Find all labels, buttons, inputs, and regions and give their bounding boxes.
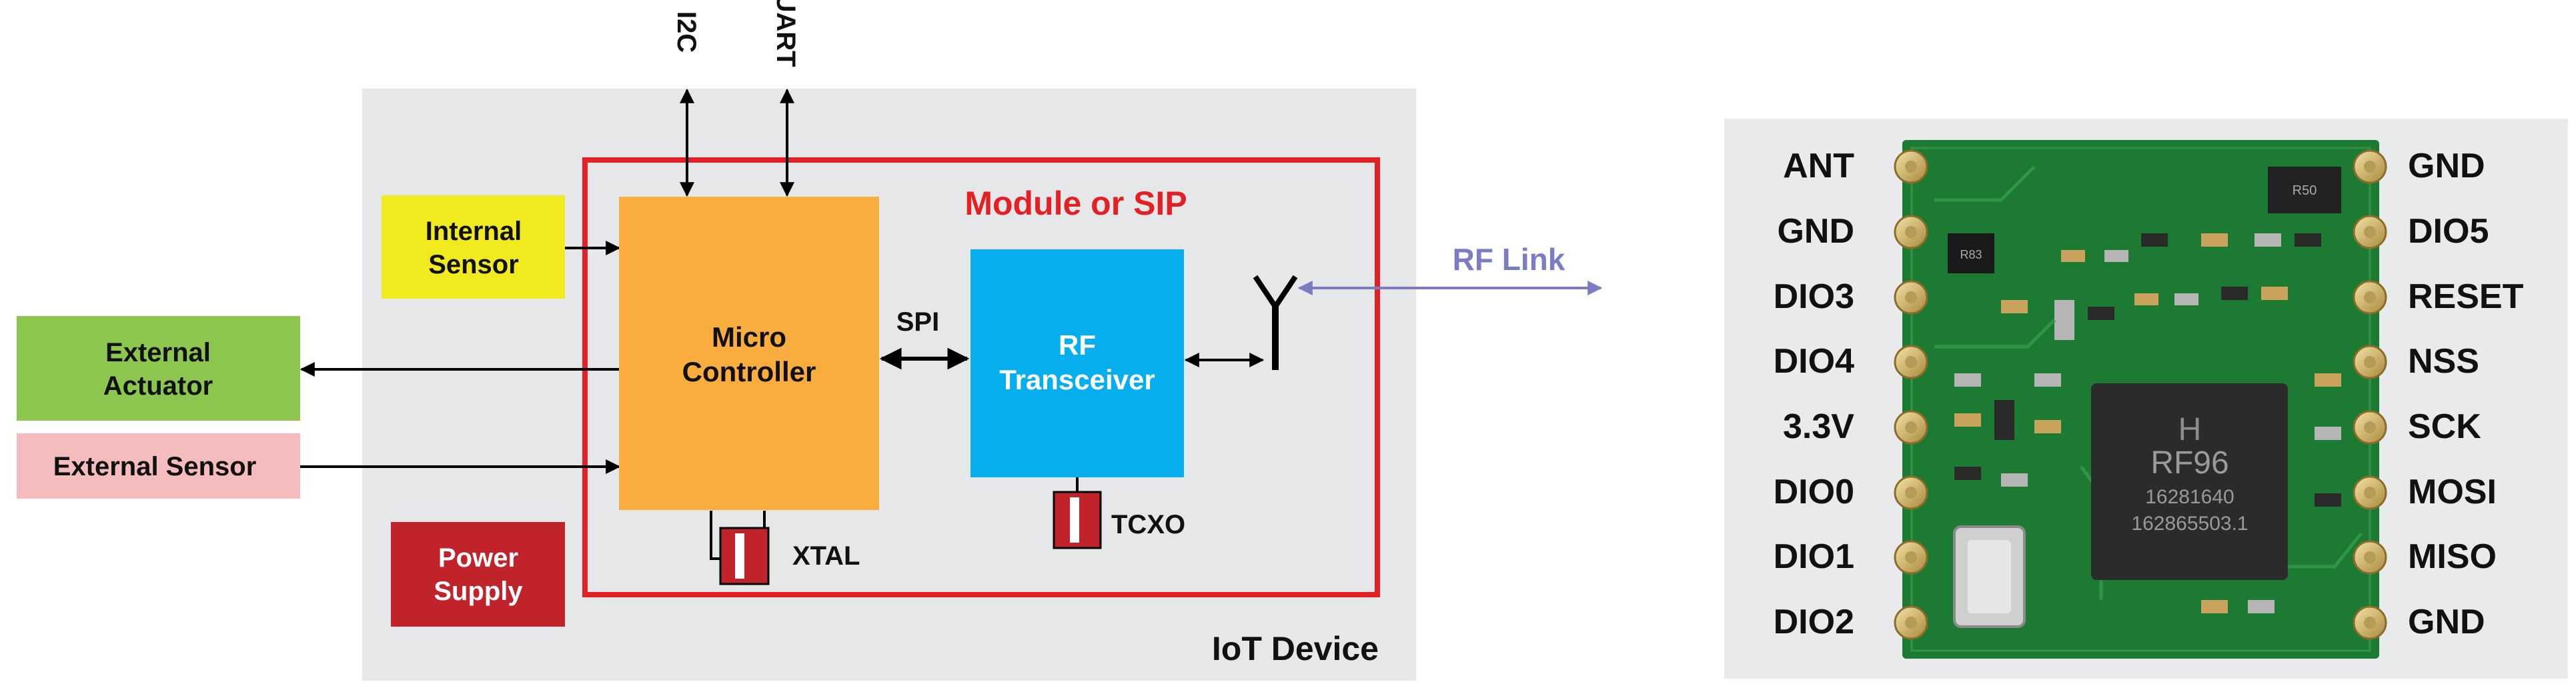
pin-label-left: DIO0 [1774, 473, 1854, 511]
pin-label-left: GND [1777, 212, 1854, 251]
pin-label-right: SCK [2408, 407, 2481, 446]
spi-label: SPI [896, 307, 939, 337]
pin-label-left: DIO4 [1774, 342, 1854, 381]
pin-label-right: GND [2408, 603, 2485, 641]
pin-label-left: ANT [1783, 147, 1854, 185]
chip-text-line3: 162865503.1 [2131, 513, 2248, 535]
rf-link-label: RF Link [1453, 242, 1565, 277]
antenna-icon [1253, 275, 1298, 370]
tcxo-oscillator [1053, 477, 1102, 549]
internal-sensor-block [382, 195, 565, 299]
rf96-chip [2091, 383, 2288, 580]
chip-text-line1: RF96 [2150, 445, 2228, 481]
i2c-label: I2C [672, 11, 701, 53]
chip-logo: H [2178, 412, 2202, 447]
pcb-components: R83 R50 [1934, 165, 2363, 613]
pin-label-right: GND [2408, 147, 2485, 185]
right-pin-labels: GND DIO5 RESET NSS SCK MOSI MISO GND [2408, 147, 2524, 641]
pin-label-left: DIO1 [1774, 537, 1854, 576]
pin-label-left: DIO3 [1774, 277, 1854, 316]
external-actuator-block [17, 316, 300, 421]
rf-transceiver-block [971, 249, 1184, 477]
svg-text:R83: R83 [1960, 248, 1982, 261]
pin-label-right: DIO5 [2408, 212, 2489, 251]
module-or-sip-label: Module or SIP [964, 185, 1187, 222]
module-or-sip-border [582, 157, 1380, 597]
block-diagram: IoT Device Module or SIP I2C UART Intern… [17, 0, 1603, 681]
external-sensor-label: External Sensor [53, 452, 257, 481]
xtal-label: XTAL [792, 541, 860, 571]
module-photo: R83 R50 [1724, 119, 2568, 679]
uart-label: UART [771, 0, 800, 67]
pin-label-right: MISO [2408, 537, 2497, 576]
iot-device-label: IoT Device [1212, 630, 1379, 667]
svg-text:R50: R50 [2293, 183, 2317, 198]
pin-label-left: DIO2 [1774, 603, 1854, 641]
pin-label-left: 3.3V [1783, 407, 1854, 446]
external-sensor-block [17, 433, 300, 499]
pin-pads [1894, 149, 2387, 640]
pin-label-right: NSS [2408, 342, 2479, 381]
chip-text-line2: 16281640 [2145, 486, 2234, 508]
left-pin-labels: ANT GND DIO3 DIO4 3.3V DIO0 DIO1 DIO2 [1774, 147, 1855, 641]
pin-label-right: MOSI [2408, 473, 2497, 511]
pin-label-right: RESET [2408, 277, 2524, 316]
xtal-crystal [710, 511, 770, 585]
tcxo-label: TCXO [1111, 510, 1185, 539]
micro-controller-block [619, 197, 879, 510]
power-supply-block [391, 522, 565, 627]
